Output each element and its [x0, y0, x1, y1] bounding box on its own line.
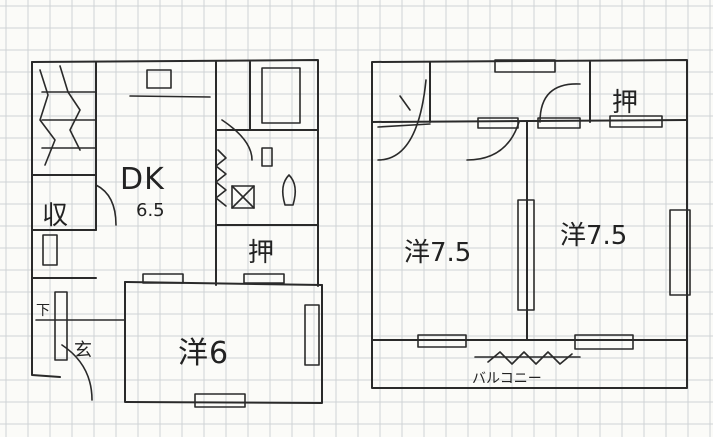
room-dk-size: 6.5 [136, 200, 165, 221]
room-dk-name: DK [120, 162, 165, 197]
room-closet-right-name: 押 [612, 88, 639, 118]
room-balcony-name: バルコニー [472, 371, 542, 387]
room-western-right-name: 洋7.5 [560, 221, 628, 251]
room-entrance-name: 玄 [74, 340, 92, 361]
room-shoebox-name: 下 [36, 303, 50, 319]
room-western-mid-name: 洋7.5 [404, 238, 472, 268]
left-unit-walls [31, 59, 323, 408]
room-closet-left-name: 押 [248, 238, 275, 268]
room-storage-name: 収 [42, 201, 69, 231]
right-unit-walls [371, 59, 691, 389]
room-western-left-name: 洋6 [178, 336, 230, 371]
